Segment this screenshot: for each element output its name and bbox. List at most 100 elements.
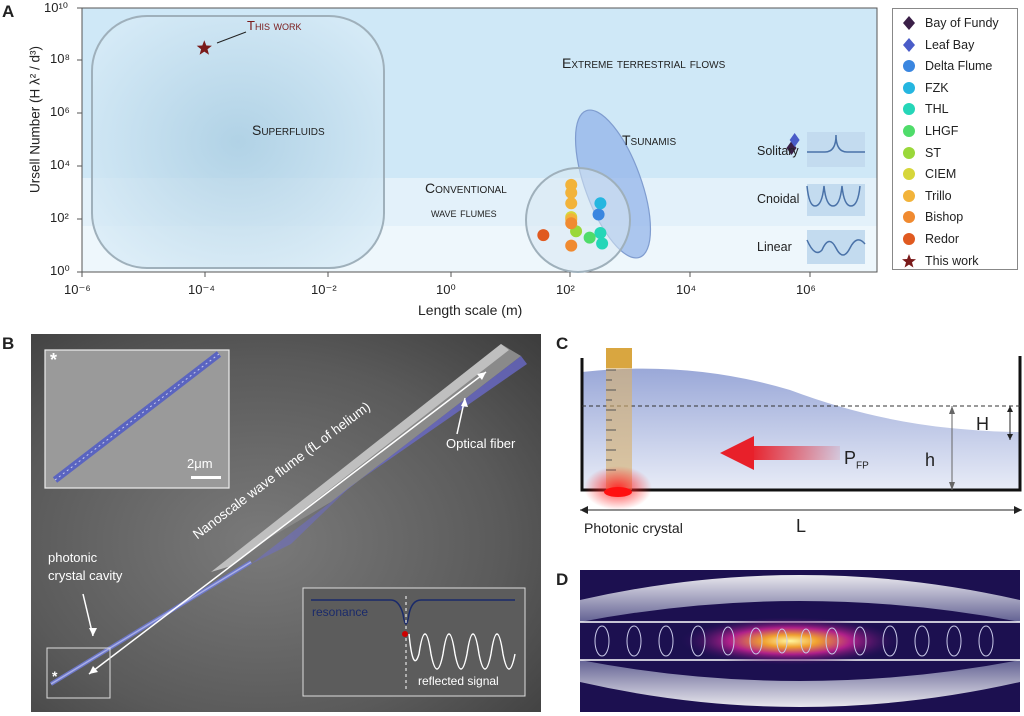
legend-item: CIEM xyxy=(901,164,956,184)
data-point-this-work xyxy=(196,40,212,55)
this-work-label: This work xyxy=(247,18,302,33)
legend-marker-circle xyxy=(901,145,917,161)
data-point-trillo xyxy=(565,186,578,199)
y-tick-label: 10⁰ xyxy=(50,263,70,278)
x-tick-label: 10² xyxy=(556,282,575,297)
data-point-bishop xyxy=(565,217,578,230)
x-axis-label: Length scale (m) xyxy=(418,302,523,318)
data-marks xyxy=(196,40,800,252)
photonic-crystal-mark xyxy=(604,487,632,497)
conventional-region xyxy=(525,167,631,273)
legend-marker-circle xyxy=(901,231,917,247)
legend-label: THL xyxy=(925,102,949,117)
conventional-label: wave flumes xyxy=(431,205,497,220)
legend-item: Leaf Bay xyxy=(901,35,974,55)
cavity-asterisk: * xyxy=(52,668,58,684)
panel-letter-b: B xyxy=(2,334,15,353)
legend-item: THL xyxy=(901,99,949,119)
legend-label: Redor xyxy=(925,232,960,246)
force-label: PFP xyxy=(844,448,869,472)
length-L-label: L xyxy=(796,516,807,536)
y-tick-label: 10⁴ xyxy=(50,157,71,172)
legend-marker-circle xyxy=(901,209,917,225)
wave-icon-linear xyxy=(806,230,866,264)
data-point-trillo xyxy=(565,197,578,210)
force-arrow xyxy=(720,436,754,470)
legend-label: FZK xyxy=(925,80,949,95)
sem-image xyxy=(31,334,541,712)
data-point-fzk xyxy=(594,197,607,210)
data-point-leaf-bay xyxy=(789,133,800,147)
force-subscript: FP xyxy=(856,460,869,472)
water-body xyxy=(582,368,1020,490)
legend-item: LHGF xyxy=(901,121,958,141)
optical-mode xyxy=(680,617,900,665)
optical-fiber-label: Optical fiber xyxy=(446,436,516,451)
legend-label: This work xyxy=(925,253,979,268)
data-point-thl xyxy=(594,227,607,240)
y-tick-label: 10⁶ xyxy=(50,104,70,119)
legend-label: Leaf Bay xyxy=(925,37,975,52)
ursell-chart xyxy=(77,7,878,277)
legend-item: FZK xyxy=(901,78,949,98)
legend-item: Redor xyxy=(901,229,959,249)
resonance-label: resonance xyxy=(312,605,369,619)
legend-marker-circle xyxy=(901,80,917,96)
y-tick-label: 10¹⁰ xyxy=(44,0,69,15)
legend-item: Trillo xyxy=(901,186,952,206)
legend-label: Bishop xyxy=(925,210,964,225)
legend-label: ST xyxy=(925,145,941,160)
force-P: P xyxy=(844,448,857,468)
spectrum-inset xyxy=(302,587,526,697)
wave-type-label: Linear xyxy=(757,240,792,254)
scale-bar-label: 2μm xyxy=(187,456,213,471)
legend-label: Bay of Fundy xyxy=(925,16,999,30)
legend-marker-circle xyxy=(901,101,917,117)
cavity-label: photonic xyxy=(48,550,98,565)
legend-label: Delta Flume xyxy=(925,59,993,74)
h-label: h xyxy=(925,450,936,470)
legend-item: Bay of Fundy xyxy=(901,13,999,33)
legend-marker-circle xyxy=(901,166,917,182)
H-label: H xyxy=(976,414,989,434)
legend-label: LHGF xyxy=(925,124,959,138)
legend-marker-diamond xyxy=(901,15,917,31)
legend-label: Trillo xyxy=(925,188,952,203)
x-tick-label: 10⁻⁶ xyxy=(64,282,91,297)
cavity-box xyxy=(46,647,111,699)
legend-item: Bishop xyxy=(901,207,963,227)
extreme-flows-label: Extreme terrestrial flows xyxy=(562,55,726,71)
wave-icon-solitary xyxy=(807,132,865,167)
panel-letter-a: A xyxy=(2,2,15,21)
data-point-redor xyxy=(537,229,550,242)
conventional-label: Conventional xyxy=(425,180,507,196)
legend-item: This work xyxy=(901,251,978,271)
legend-marker-circle xyxy=(901,123,917,139)
wave-type-label: Cnoidal xyxy=(757,192,800,206)
wave-icon-cnoidal xyxy=(806,184,865,216)
legend-marker-star xyxy=(901,253,917,269)
y-axis-label: Ursell Number (H λ² / d³) xyxy=(27,46,43,194)
cavity-mode-image xyxy=(580,570,1020,712)
tsunamis-label: Tsunamis xyxy=(622,132,677,148)
superfluids-label: Superfluids xyxy=(252,122,325,138)
photonic-crystal-label: Photonic crystal xyxy=(584,520,683,536)
legend-marker-circle xyxy=(901,188,917,204)
x-tick-label: 10⁴ xyxy=(676,282,697,297)
legend-item: Delta Flume xyxy=(901,56,992,76)
legend-marker-diamond xyxy=(901,37,917,53)
x-tick-label: 10⁰ xyxy=(436,282,456,297)
x-tick-label: 10⁻⁴ xyxy=(188,282,215,297)
legend-marker-circle xyxy=(901,58,917,74)
x-tick-label: 10⁶ xyxy=(796,282,816,297)
legend-item: ST xyxy=(901,143,941,163)
reflected-signal-label: reflected signal xyxy=(418,674,499,688)
wave-type-label: Solitary xyxy=(757,144,799,158)
superfluid-region xyxy=(91,15,385,269)
cavity-label: crystal cavity xyxy=(48,568,123,583)
inset-asterisk: * xyxy=(50,350,58,370)
x-ticks xyxy=(81,272,811,277)
data-point-delta-flume xyxy=(592,208,605,221)
data-point-bishop xyxy=(565,239,578,252)
